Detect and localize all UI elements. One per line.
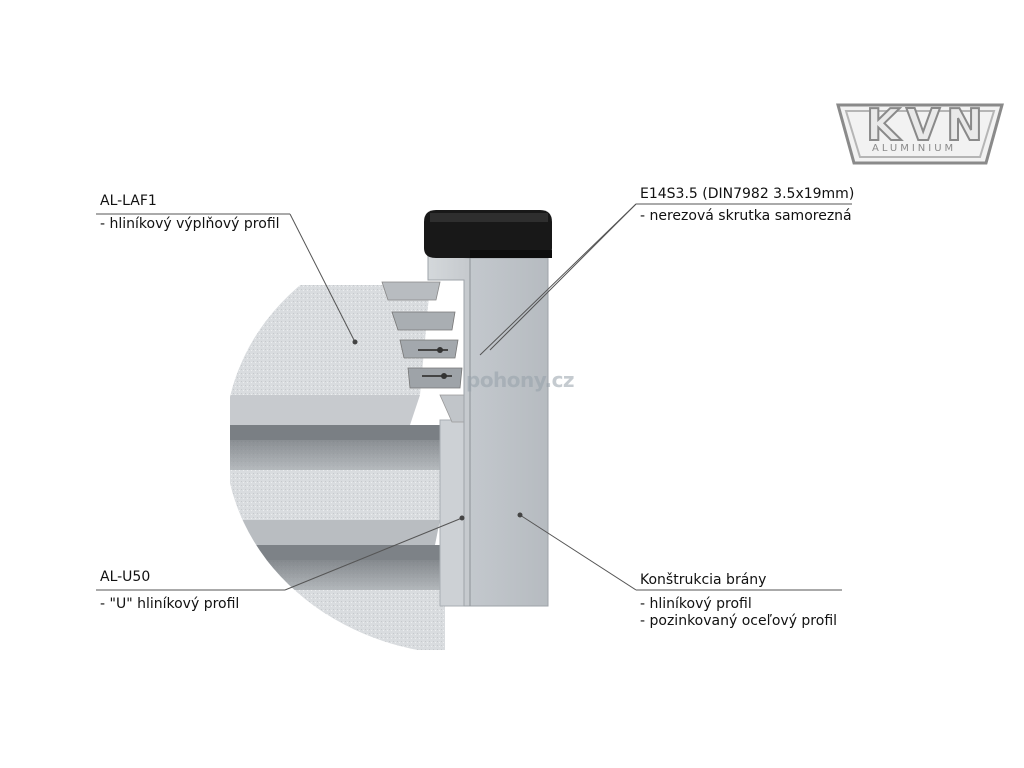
screw-bracket [381,281,471,423]
al-laf1-title: AL-LAF1 [100,193,157,209]
screw-title: E14S3.5 (DIN7982 3.5x19mm) [640,186,855,202]
construction-desc-1: - hliníkový profil [640,596,752,612]
construction-desc-2: - pozinkovaný oceľový profil [640,613,838,629]
u-profile [439,419,469,607]
leader-dots [352,339,523,521]
al-laf1-desc: - hliníkový výplňový profil [100,216,280,232]
leader-lines [96,203,852,591]
logo-sub-text: ALUMINIUM [872,143,957,154]
watermark-text: pohony.cz [466,368,575,392]
logo-main-text: KVN [865,99,989,152]
screw-desc: - nerezová skrutka samorezná [640,208,852,224]
kvn-logo [836,103,1004,165]
construction-title: Konštrukcia brány [640,572,767,588]
al-u50-title: AL-U50 [100,569,151,585]
gate-post [427,254,549,607]
post-cap [424,210,552,258]
al-u50-desc: - "U" hliníkový profil [100,596,240,612]
